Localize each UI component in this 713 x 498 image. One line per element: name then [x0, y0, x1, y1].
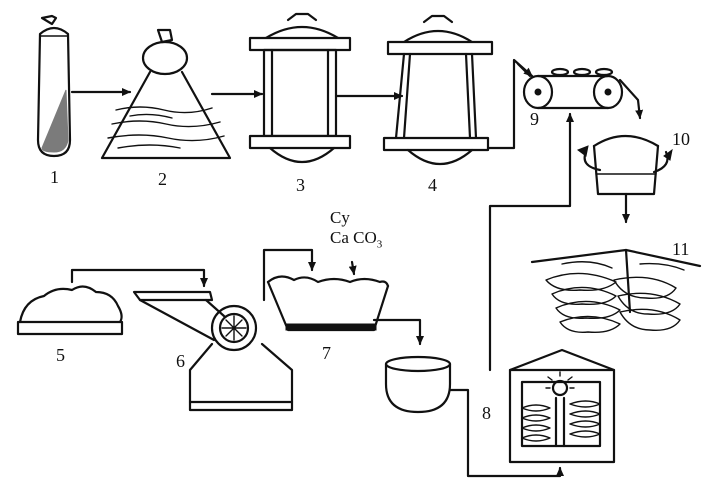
label-10: 10 — [672, 129, 690, 149]
label-2: 2 — [158, 169, 167, 189]
reagent-label: Cy Ca CO3 — [330, 208, 382, 251]
flow-arrow-4-9 — [486, 58, 534, 150]
mill — [132, 290, 294, 412]
drying-room — [530, 248, 702, 334]
reagent-line-2: Ca CO3 — [330, 228, 382, 251]
reagent-formula-subscript: 3 — [376, 237, 383, 250]
fermenter-2 — [382, 14, 494, 165]
product-pile — [16, 268, 208, 336]
flow-arrow-8-9 — [488, 112, 574, 372]
label-5: 5 — [56, 345, 65, 365]
fermenter-1 — [248, 12, 352, 163]
reagent-formula: Ca CO — [330, 227, 377, 247]
mixing-vessel — [576, 135, 673, 224]
reagent-line-1: Cy — [330, 208, 350, 227]
test-tube — [36, 14, 72, 158]
collection-bowl — [372, 318, 564, 478]
label-3: 3 — [296, 175, 305, 195]
label-1: 1 — [50, 167, 59, 187]
label-4: 4 — [428, 175, 437, 195]
label-7: 7 — [322, 343, 331, 363]
drum-filter — [516, 62, 644, 120]
label-8: 8 — [482, 403, 491, 423]
culture-flask — [100, 28, 232, 160]
label-11: 11 — [672, 239, 690, 259]
label-6: 6 — [176, 351, 185, 371]
neutralization-tray — [262, 248, 390, 332]
dryer-chamber — [508, 348, 616, 464]
label-9: 9 — [530, 109, 539, 129]
